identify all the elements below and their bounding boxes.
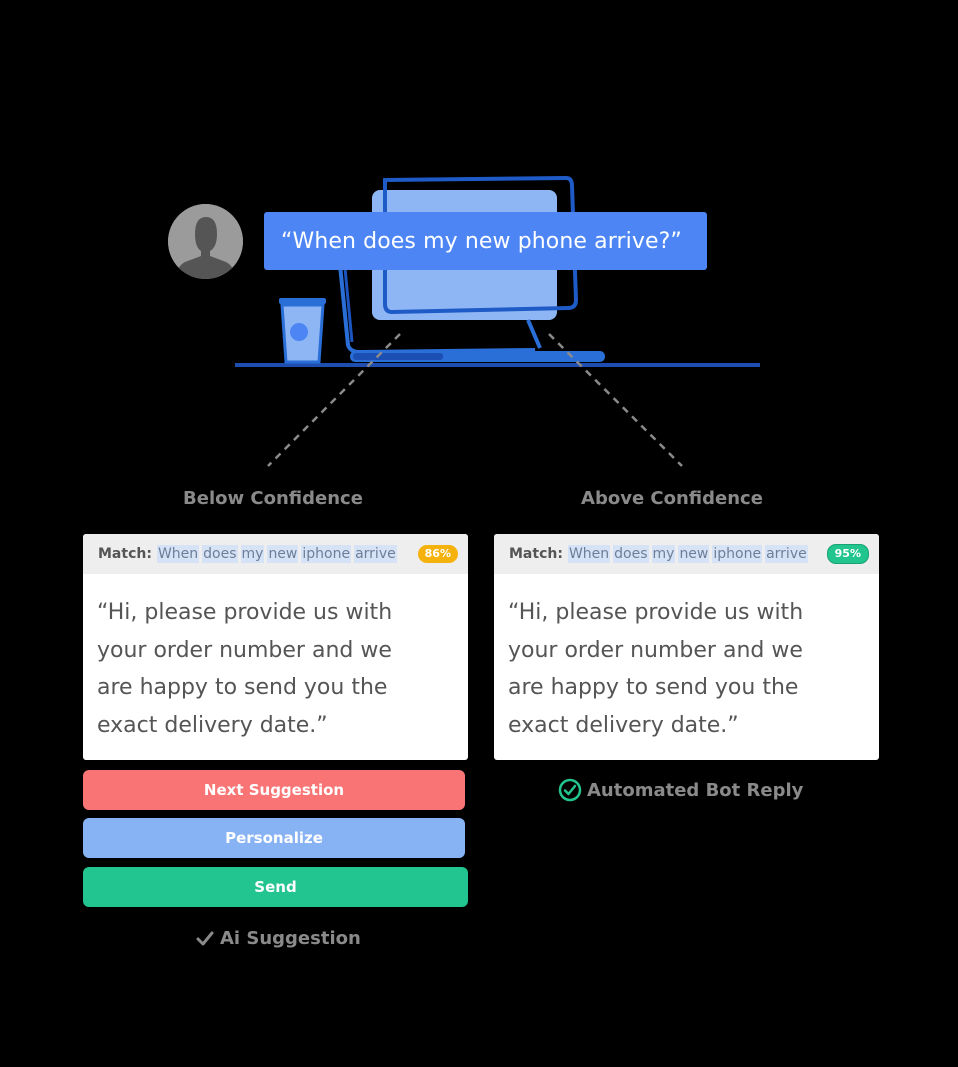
below-confidence-label: Below Confidence <box>183 488 363 509</box>
match-word: When <box>567 545 611 563</box>
suggested-reply: “Hi, please provide us with your order n… <box>97 600 393 738</box>
above-confidence-label: Above Confidence <box>581 488 763 509</box>
check-icon <box>196 931 214 945</box>
confidence-badge: 95% <box>826 544 869 564</box>
match-word: arrive <box>765 545 808 563</box>
match-word: my <box>651 545 676 563</box>
match-word: When <box>156 545 200 563</box>
connector-right <box>548 333 683 467</box>
match-word: new <box>678 545 710 563</box>
bot-reply: “Hi, please provide us with your order n… <box>508 600 804 738</box>
match-word: iphone <box>712 545 763 563</box>
match-header: Match: When does my new iphone arrive 95… <box>494 534 879 574</box>
match-word: does <box>613 545 649 563</box>
next-suggestion-button[interactable]: Next Suggestion <box>83 770 465 810</box>
automated-bot-reply-note: Automated Bot Reply <box>558 778 803 802</box>
confidence-badge: 86% <box>417 545 458 563</box>
user-avatar <box>168 204 243 279</box>
automated-bot-reply-label: Automated Bot Reply <box>587 779 804 801</box>
laptop-screen-frame <box>383 175 579 315</box>
connector-left <box>267 333 401 467</box>
ai-suggestion-note: Ai Suggestion <box>196 928 361 949</box>
match-label: Match: <box>509 546 563 562</box>
send-button[interactable]: Send <box>83 867 468 907</box>
match-word: does <box>202 545 238 563</box>
above-confidence-card: Match: When does my new iphone arrive 95… <box>494 534 879 760</box>
user-avatar-icon <box>168 204 243 279</box>
personalize-button[interactable]: Personalize <box>83 818 465 858</box>
match-word: iphone <box>301 545 352 563</box>
match-word: arrive <box>354 545 397 563</box>
below-confidence-card: Match: When does my new iphone arrive 86… <box>83 534 468 760</box>
ai-suggestion-label: Ai Suggestion <box>220 928 361 949</box>
coffee-cup-icon <box>279 298 326 364</box>
match-label: Match: <box>98 546 152 562</box>
check-circle-icon <box>558 778 582 802</box>
match-word: my <box>240 545 265 563</box>
match-word: new <box>267 545 299 563</box>
match-header: Match: When does my new iphone arrive 86… <box>83 534 468 574</box>
customer-question: “When does my new phone arrive?” <box>264 212 707 270</box>
